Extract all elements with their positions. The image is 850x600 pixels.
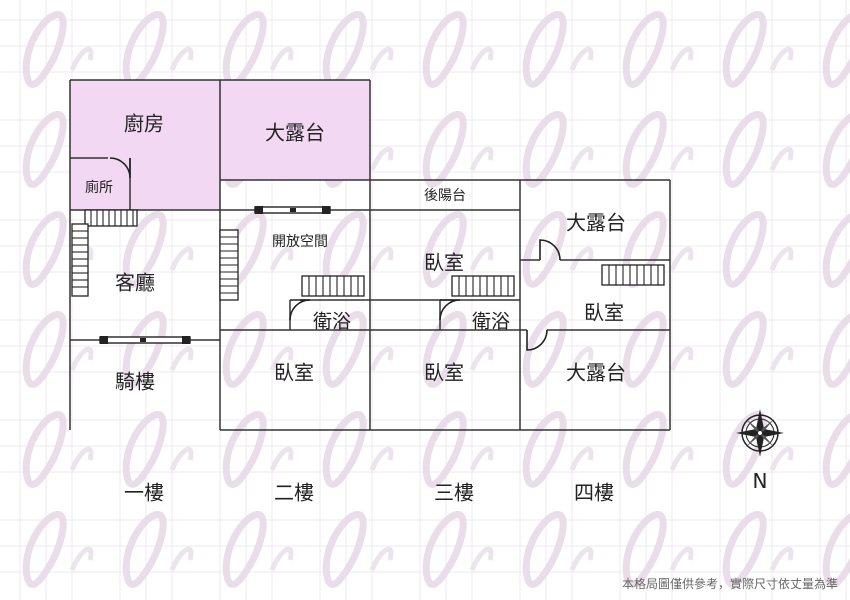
disclaimer-text: 本格局圖僅供參考，實際尺寸依丈量為準 <box>621 577 838 591</box>
label-terrace-4f-lower: 大露台 <box>566 360 626 385</box>
floor-label-4: 四樓 <box>574 480 614 505</box>
floor-label-2: 二樓 <box>274 480 314 505</box>
label-bedroom-4f: 臥室 <box>584 300 624 325</box>
terrace-top-area <box>220 80 370 180</box>
label-bath-2f: 衛浴 <box>312 310 352 333</box>
north-label: N <box>752 469 768 493</box>
label-living-room: 客廳 <box>115 270 155 295</box>
label-kitchen: 廚房 <box>124 111 164 136</box>
walls <box>69 79 671 431</box>
label-open-space: 開放空間 <box>272 234 328 250</box>
label-bedroom-3f-lower: 臥室 <box>424 360 464 385</box>
label-arcade: 騎樓 <box>115 369 155 394</box>
floor-label-1: 一樓 <box>124 480 164 505</box>
door-swings <box>109 157 561 351</box>
label-terrace-top: 大露台 <box>265 120 325 145</box>
compass-icon <box>736 409 784 457</box>
label-rear-balcony: 後陽台 <box>424 188 466 204</box>
label-terrace-4f-upper: 大露台 <box>566 210 626 235</box>
stairs <box>71 209 665 301</box>
label-toilet: 廁所 <box>85 180 113 196</box>
label-bedroom-3f-upper: 臥室 <box>424 250 464 275</box>
floor-label-3: 三樓 <box>434 480 474 505</box>
label-bedroom-2f: 臥室 <box>274 360 314 385</box>
label-bath-3f: 衛浴 <box>471 310 511 333</box>
kitchen-area <box>70 80 220 210</box>
